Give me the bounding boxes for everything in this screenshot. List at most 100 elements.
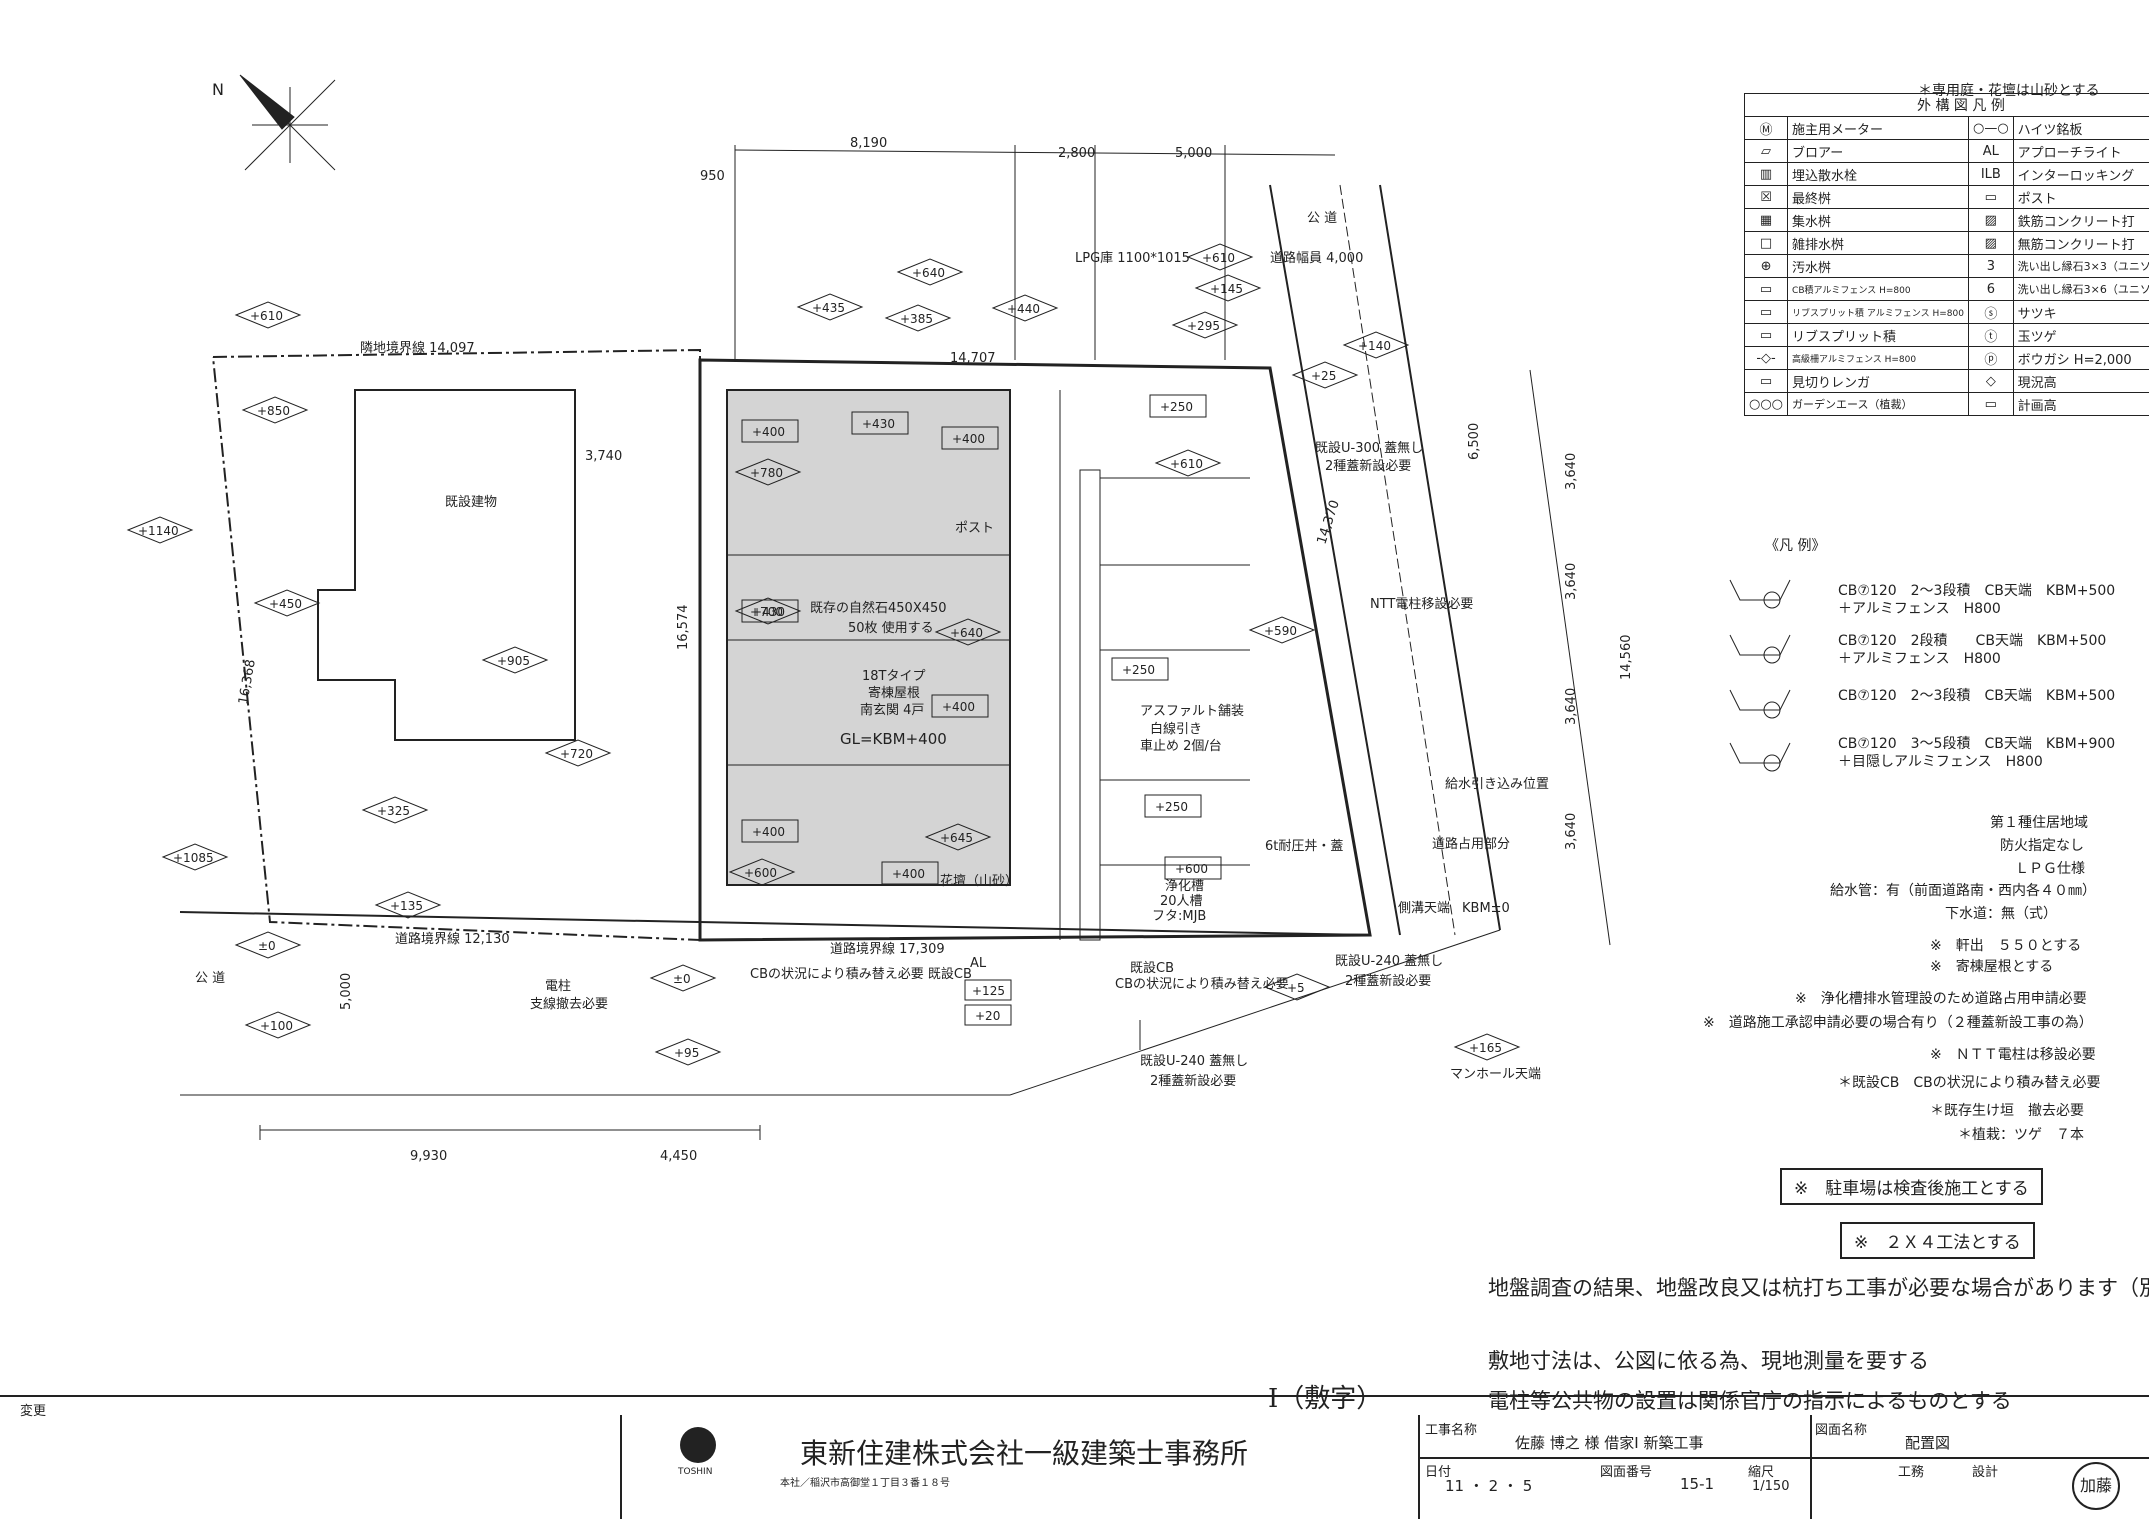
check-label: 工務 — [1898, 1461, 1924, 1480]
plan-label: 4,450 — [660, 1149, 697, 1164]
plan-label: 花壇（山砂） — [940, 873, 1018, 889]
general-note: 地盤調査の結果、地盤改良又は杭打ち工事が必要な場合があります（別途） — [1488, 1272, 2149, 1302]
svg-text:+100: +100 — [260, 1019, 293, 1033]
svg-text:+25: +25 — [1311, 369, 1336, 383]
zoning-note: 給水管：有（前面道路南・西内各４０㎜） — [1830, 880, 2096, 900]
plan-label: 支線撤去必要 — [530, 996, 608, 1012]
plan-label: 公 道 — [1307, 211, 1337, 226]
plan-label: 給水引き込み位置 — [1445, 777, 1549, 792]
svg-text:+400: +400 — [892, 867, 925, 881]
plan-label: 3,740 — [585, 449, 622, 464]
plan-label: 50枚 使用する — [848, 620, 934, 636]
title-block: 変更 TOSHIN 東新住建株式会社一級建築士事務所 本社／稲沢市高御堂１丁目３… — [0, 1395, 2149, 1519]
plan-label: CBの状況により積み替え必要 — [1115, 977, 1289, 992]
svg-text:+610: +610 — [250, 309, 283, 323]
plan-label: 隣地境界線 14,097 — [360, 340, 475, 356]
remark: ※ ＮＴＴ電柱は移設必要 — [1930, 1044, 2096, 1064]
svg-text:3,640: 3,640 — [1564, 813, 1579, 850]
plan-label: 20人槽 — [1160, 894, 1203, 909]
date-value: 11 ・ 2 ・ 5 — [1445, 1475, 1532, 1496]
svg-text:+640: +640 — [950, 626, 983, 640]
wall-type-b: CB⑦120 2段積 CB天端 KBM+500 — [1838, 630, 2106, 650]
svg-text:+400: +400 — [752, 425, 785, 439]
svg-text:+145: +145 — [1210, 282, 1243, 296]
svg-text:N: N — [212, 80, 224, 99]
svg-text:16,368: 16,368 — [236, 658, 259, 705]
svg-text:+645: +645 — [940, 831, 973, 845]
plan-label: AL — [970, 956, 987, 971]
legend-row: □雑排水桝▨無筋コンクリート打 — [1745, 232, 2149, 255]
svg-text:+600: +600 — [744, 866, 777, 880]
svg-text:+435: +435 — [812, 301, 845, 315]
svg-text:14,370: 14,370 — [1315, 498, 1343, 546]
svg-text:14,560: 14,560 — [1619, 635, 1634, 681]
svg-text:+850: +850 — [257, 404, 290, 418]
plan-label: GL=KBM+400 — [840, 730, 947, 748]
scale-value: 1/150 — [1752, 1479, 1789, 1494]
road-edge-right — [1270, 185, 1400, 935]
svg-text:+640: +640 — [912, 266, 945, 280]
plan-label: NTT電柱移設必要 — [1370, 596, 1473, 612]
plan-label: CBの状況により積み替え必要 既設CB — [750, 966, 972, 982]
method-box-note: ※ ２Ｘ４工法とする — [1840, 1222, 2035, 1259]
svg-text:+385: +385 — [900, 312, 933, 326]
plan-label: 5,000 — [1175, 146, 1212, 161]
parking-box-note: ※ 駐車場は検査後施工とする — [1780, 1168, 2043, 1205]
legend-title: 外 構 図 凡 例 — [1745, 94, 2149, 117]
svg-text:+20: +20 — [975, 1009, 1000, 1023]
company-logo-icon — [680, 1427, 716, 1463]
wall-legend-title: 《凡 例》 — [1765, 535, 1825, 555]
existing-building — [318, 390, 575, 740]
svg-text:+140: +140 — [1358, 339, 1391, 353]
drawing-label: 図面名称 — [1815, 1419, 1867, 1438]
plan-label: 浄化槽 — [1165, 879, 1204, 894]
plan-label: フタ:MJB — [1152, 909, 1206, 924]
plan-label: 道路境界線 12,130 — [395, 931, 510, 947]
plan-label: 既設U-240 蓋無し — [1335, 953, 1443, 969]
remark: ＊植栽：ツゲ ７本 — [1958, 1124, 2084, 1144]
svg-text:16,574: 16,574 — [676, 605, 691, 651]
plan-label: 14,707 — [950, 351, 996, 366]
wall-type-a-sub: ＋アルミフェンス H800 — [1838, 598, 2001, 618]
plan-label: LPG庫 1100*1015 — [1075, 251, 1190, 266]
plan-label: 2種蓋新設必要 — [1325, 458, 1411, 474]
svg-text:+430: +430 — [862, 417, 895, 431]
remark: ※ 軒出 ５５０とする — [1930, 935, 2081, 955]
job-label: 工事名称 — [1425, 1419, 1477, 1438]
svg-text:+325: +325 — [377, 804, 410, 818]
svg-text:+610: +610 — [1170, 457, 1203, 471]
svg-text:+905: +905 — [497, 654, 530, 668]
svg-text:+295: +295 — [1187, 319, 1220, 333]
plan-label: 既設U-240 蓋無し — [1140, 1053, 1248, 1069]
zoning-note: 防火指定なし — [2000, 835, 2084, 855]
plan-label: マンホール天端 — [1450, 1067, 1541, 1082]
plan-label: 白線引き — [1150, 721, 1202, 737]
svg-text:+600: +600 — [1175, 862, 1208, 876]
wall-type-b-sub: ＋アルミフェンス H800 — [1838, 648, 2001, 668]
svg-text:+610: +610 — [1202, 251, 1235, 265]
plan-label: 公 道 — [195, 971, 225, 986]
plan-label: 950 — [700, 169, 725, 184]
svg-text:6,500: 6,500 — [1467, 423, 1482, 460]
svg-text:5,000: 5,000 — [339, 973, 354, 1010]
zoning-note: 下水道：無（式） — [1945, 903, 2057, 923]
svg-text:+400: +400 — [752, 825, 785, 839]
walkway — [1080, 470, 1100, 940]
zoning-note: 第１種住居地域 — [1990, 812, 2088, 832]
svg-text:3,640: 3,640 — [1564, 563, 1579, 600]
svg-text:+720: +720 — [560, 747, 593, 761]
svg-text:±0: ±0 — [673, 972, 691, 986]
plan-label: 道路幅員 4,000 — [1270, 250, 1363, 266]
svg-text:+165: +165 — [1469, 1041, 1502, 1055]
svg-text:+440: +440 — [1007, 302, 1040, 316]
wall-type-d: CB⑦120 3～5段積 CB天端 KBM+900 — [1838, 733, 2115, 753]
svg-text:+400: +400 — [952, 432, 985, 446]
plan-label: ポスト — [955, 521, 994, 536]
